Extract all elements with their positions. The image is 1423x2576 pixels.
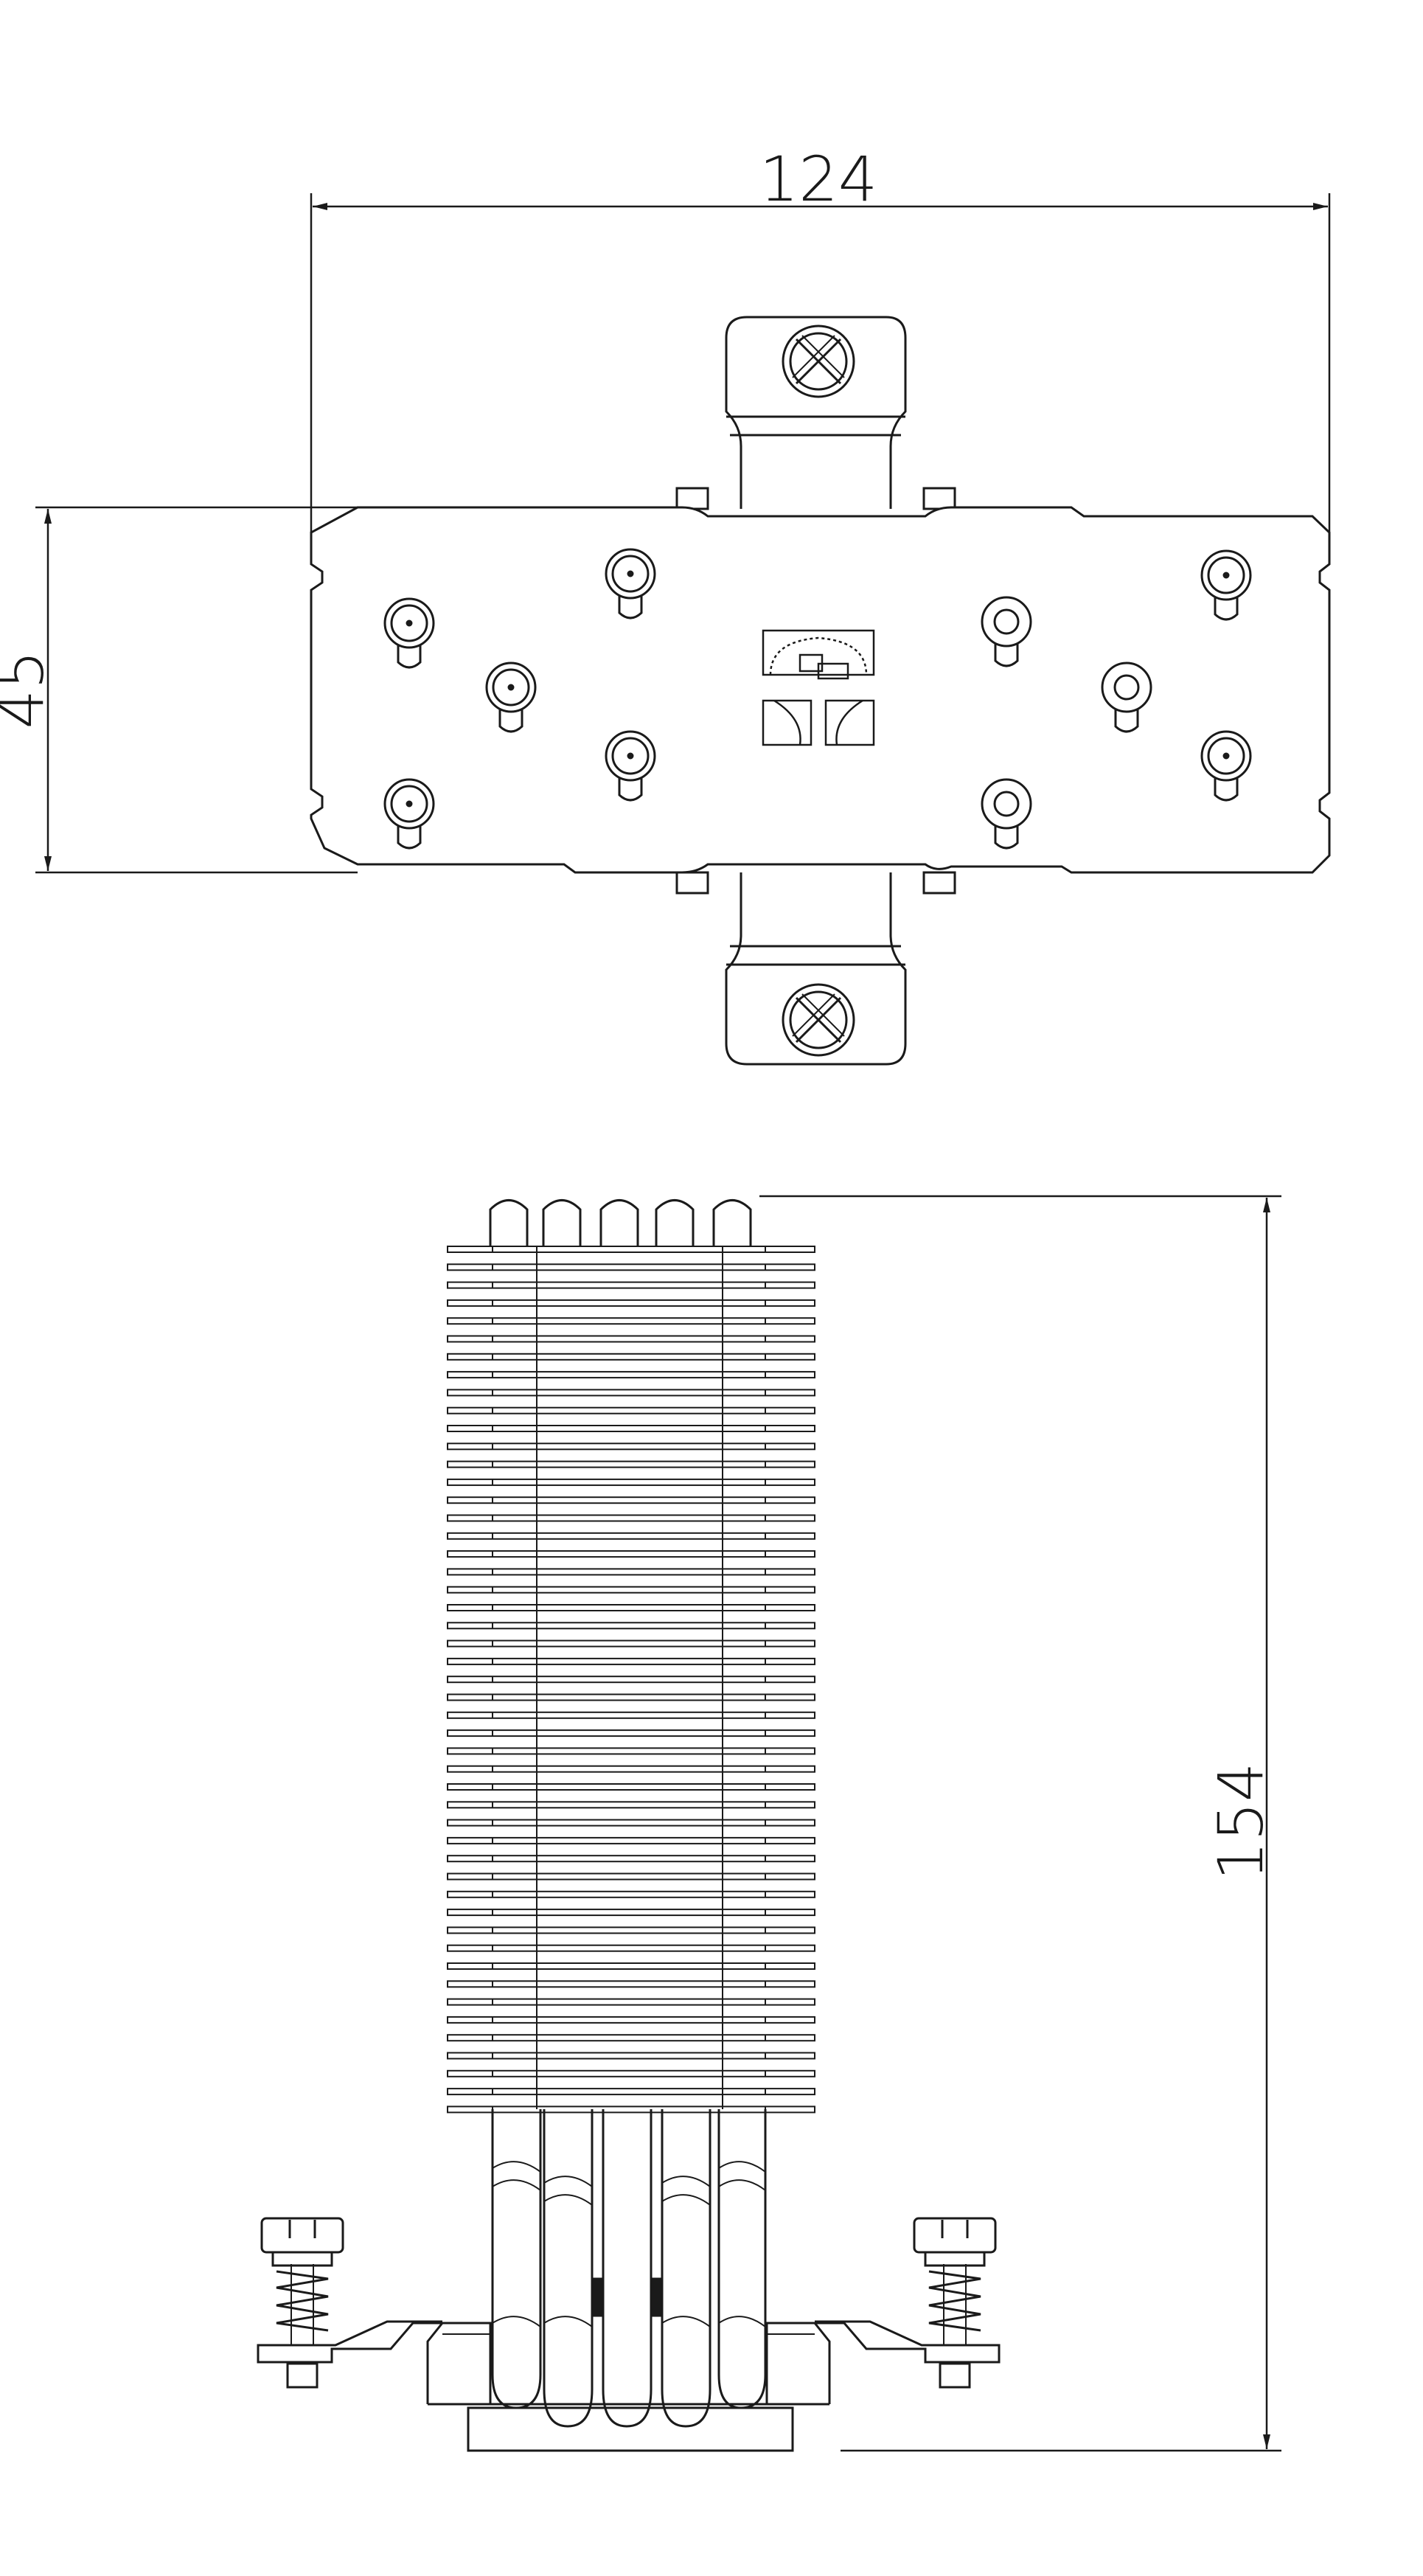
depth-dimension-label: 45: [0, 650, 58, 729]
fin: [447, 2016, 815, 2024]
right-spring-screw-icon: [913, 2217, 997, 2345]
fin: [447, 1425, 815, 1432]
fin-stack: [447, 1246, 815, 2114]
fin: [447, 1783, 815, 1791]
mounting-studs: [383, 548, 1252, 850]
fin: [447, 1801, 815, 1809]
fin: [447, 1962, 815, 1970]
fin: [447, 1819, 815, 1827]
depth-dimension: 45: [0, 506, 358, 874]
stud-icon: [605, 730, 656, 802]
fin: [447, 1478, 815, 1486]
fin: [447, 2034, 815, 2042]
top-view: 124 45: [0, 143, 1331, 1066]
base-block: [426, 2322, 831, 2452]
fin: [447, 2052, 815, 2060]
fin: [447, 1406, 815, 1414]
fin: [447, 1514, 815, 1522]
left-mounting-arm: [257, 2217, 442, 2389]
fin: [447, 1872, 815, 1881]
fin: [447, 1639, 815, 1648]
fin: [447, 1836, 815, 1844]
stud-icon: [383, 597, 435, 669]
fin: [447, 1550, 815, 1558]
fin: [447, 1496, 815, 1504]
height-dimension: 154: [759, 1195, 1281, 2452]
fin: [447, 1622, 815, 1630]
fin: [447, 1855, 815, 1863]
stud-icon: [1200, 549, 1252, 621]
fin: [447, 1263, 815, 1271]
stud-icon: [485, 662, 537, 733]
fin: [447, 1729, 815, 1737]
right-mounting-arm: [815, 2217, 1001, 2389]
fin: [447, 1944, 815, 1952]
lower-screw-icon: [782, 983, 855, 1057]
fin: [447, 2088, 815, 2096]
side-view: 154: [257, 1195, 1281, 2452]
stud-icon: [1101, 662, 1152, 733]
fin: [447, 1747, 815, 1755]
fin: [447, 1353, 815, 1361]
fin: [447, 1765, 815, 1773]
stud-icon: [981, 778, 1032, 850]
fin: [447, 1926, 815, 1934]
fin: [447, 1443, 815, 1451]
fin: [447, 1711, 815, 1719]
base-plate: [310, 506, 1331, 874]
fin: [447, 1586, 815, 1594]
stud-icon: [605, 548, 656, 619]
fin: [447, 1389, 815, 1397]
fin: [447, 1532, 815, 1540]
fin: [447, 2069, 815, 2077]
fin: [447, 1568, 815, 1576]
fin: [447, 1693, 815, 1701]
stud-icon: [383, 778, 435, 850]
center-cam: [762, 629, 875, 746]
fin: [447, 1657, 815, 1665]
width-dimension-label: 124: [759, 143, 877, 215]
fin: [447, 1460, 815, 1468]
fin: [447, 1281, 815, 1289]
fin: [447, 1299, 815, 1307]
fin: [447, 1317, 815, 1325]
fin: [447, 1335, 815, 1343]
fin: [447, 1246, 815, 1253]
height-dimension-label: 154: [1205, 1763, 1277, 1881]
fin: [447, 1676, 815, 1684]
upper-bracket: [675, 316, 956, 510]
heatpipe-caps: [489, 1199, 752, 1246]
heatpipes-lower: [491, 2109, 767, 2428]
fin: [447, 1980, 815, 1988]
heatpipe-rails: [536, 1246, 723, 2109]
width-dimension: 124: [310, 143, 1331, 560]
stud-icon: [1200, 730, 1252, 802]
fin: [447, 1371, 815, 1379]
fin: [447, 2105, 815, 2114]
fin: [447, 1604, 815, 1611]
fin: [447, 1998, 815, 2006]
fin: [447, 1890, 815, 1898]
stud-icon: [981, 596, 1032, 667]
upper-screw-icon: [782, 324, 855, 398]
left-spring-screw-icon: [260, 2217, 344, 2345]
lower-bracket: [675, 871, 956, 1066]
fin: [447, 1909, 815, 1917]
